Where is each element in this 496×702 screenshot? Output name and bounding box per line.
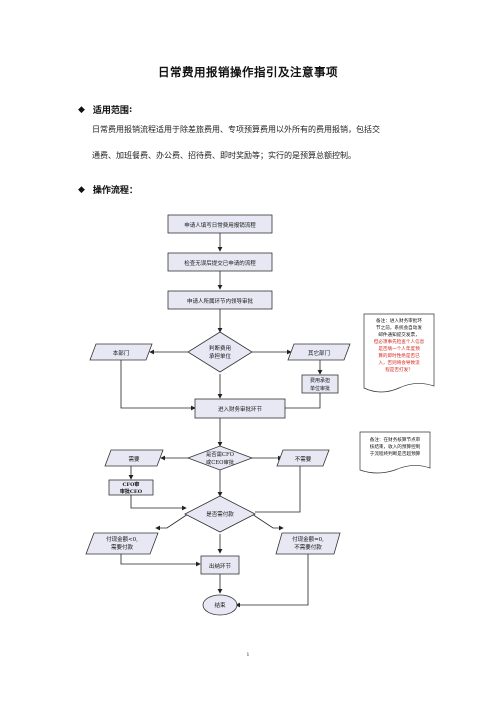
io-need: 需要 bbox=[104, 449, 164, 467]
process-box-cfo-ceo: CFO审 审批CEO bbox=[108, 479, 154, 496]
pay-right-line1: 付现金额=0, bbox=[292, 535, 324, 543]
scope-heading: ◆ 适用范围: bbox=[78, 103, 133, 117]
process-heading-text: 操作流程： bbox=[92, 186, 138, 196]
left-branch-label: 本部门 bbox=[113, 349, 130, 357]
decision-payment: 是否需付款 bbox=[184, 495, 256, 533]
cashier-label: 出纳环节 bbox=[209, 562, 232, 570]
note1-line-4: 但必须事先检查个人信息 bbox=[374, 338, 425, 345]
note-callout-1: 备注：进入财务审批环 节之前，系统会自动发 邮件通知提交发票， 但必须事先检查个… bbox=[363, 313, 435, 393]
note1-line-7: 入，否则将会导致流 bbox=[378, 359, 420, 366]
note-callout-2: 备注：在财务核算节点审 核结束，收入的预算控制 于流程终判断是否超预算 bbox=[359, 431, 431, 474]
decision-cost-unit: 判断费用 承担单位 bbox=[187, 331, 253, 373]
diamond-bullet-icon: ◆ bbox=[78, 104, 85, 115]
pay-left-line1: 付现金额<0, bbox=[106, 535, 138, 543]
process-box-step3: 申请人所属环节内领导审批 bbox=[167, 290, 273, 310]
process-box-cashier: 出纳环节 bbox=[200, 555, 240, 575]
process-box-step1: 申请人填写日常费用报销流程 bbox=[167, 214, 273, 234]
io-own-department: 本部门 bbox=[89, 343, 153, 361]
no-need-label: 不需要 bbox=[295, 456, 312, 463]
right-branch-label: 其它部门 bbox=[308, 349, 330, 357]
decision-cfo-ceo: 是否需CFO 或CEO审批 bbox=[186, 445, 254, 471]
io-no-need: 不需要 bbox=[276, 449, 330, 467]
cfo-line1: CFO审 bbox=[123, 481, 140, 488]
step1-label: 申请人填写日常费用报销流程 bbox=[184, 221, 256, 229]
decision1-line1: 判断费用 bbox=[209, 344, 231, 352]
process-box-finance: 进入财务审批环节 bbox=[194, 398, 286, 419]
process-box-step2: 检查无误后提交已申请的流程 bbox=[167, 252, 273, 272]
note1-line-1: 备注：进入财务审批环 bbox=[376, 317, 422, 324]
decision2-line1: 是否需CFO bbox=[206, 451, 235, 458]
io-pay-right: 付现金额=0, 不需要付款 bbox=[275, 532, 341, 555]
need-label: 需要 bbox=[128, 456, 140, 463]
process-heading: ◆ 操作流程： bbox=[78, 183, 138, 197]
other-dept-line2: 单位审批 bbox=[310, 385, 330, 392]
io-pay-left: 付现金额<0, 需要付款 bbox=[85, 532, 159, 555]
document-title: 日常费用报销操作指引及注意事项 bbox=[158, 65, 338, 79]
note2-line-1: 备注：在财务核算节点审 bbox=[370, 436, 421, 443]
scope-line-1: 日常费用报销流程适用于除差旅费用、专项预算费用以外所有的费用报销，包括交 bbox=[92, 125, 380, 134]
note2-line-2: 核结束，收入的预算控制 bbox=[370, 443, 421, 450]
pay-right-line2: 不需要付款 bbox=[294, 543, 322, 551]
scope-heading-text: 适用范围 bbox=[92, 106, 129, 116]
process-box-other-dept-approval: 费用承担 单位审批 bbox=[301, 374, 339, 394]
terminal-end: 结束 bbox=[202, 594, 238, 616]
decision2-line2: 或CEO审批 bbox=[206, 458, 235, 466]
note2-line-3: 于流程终判断是否超预算 bbox=[370, 450, 421, 457]
step2-label: 检查无误后提交已申请的流程 bbox=[184, 259, 256, 267]
io-other-department: 其它部门 bbox=[287, 343, 351, 361]
diamond-bullet-icon: ◆ bbox=[78, 184, 85, 195]
finance-label: 进入财务审批环节 bbox=[218, 405, 263, 413]
note1-line-5: 是否填一个人年度预 bbox=[378, 345, 420, 352]
step3-label: 申请人所属环节内领导审批 bbox=[187, 297, 254, 305]
note1-line-8: 程是否打发？ bbox=[385, 366, 413, 373]
note1-line-6: 算的即时性绝是否已 bbox=[378, 352, 420, 359]
pay-left-line2: 需要付款 bbox=[111, 543, 134, 551]
other-dept-line1: 费用承担 bbox=[310, 377, 330, 384]
end-label: 结束 bbox=[214, 601, 226, 609]
note1-line-2: 节之前，系统会自动发 bbox=[376, 324, 422, 331]
decision1-line2: 承担单位 bbox=[209, 352, 232, 360]
cfo-line2: 审批CEO bbox=[120, 488, 143, 495]
page-number: 1 bbox=[246, 652, 250, 658]
decision3-label: 是否需付款 bbox=[206, 510, 234, 518]
scope-heading-colon: : bbox=[128, 104, 133, 115]
scope-line-2: 通费、加班餐费、办公费、招待费、即时奖励等；实行的是预算总额控制。 bbox=[92, 151, 356, 160]
note1-line-3: 邮件通知提交发票， bbox=[378, 331, 419, 338]
